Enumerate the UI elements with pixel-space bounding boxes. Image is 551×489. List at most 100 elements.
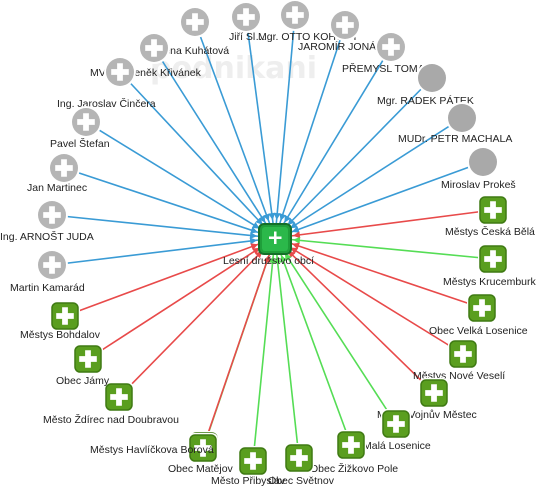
plus-icon <box>43 256 61 274</box>
plus-icon <box>484 250 502 268</box>
edges-layer <box>51 14 494 462</box>
edge-mgr-radek-patek <box>274 77 433 239</box>
person-node-miroslav-prokes[interactable]: Miroslav Prokeš <box>441 146 516 191</box>
edge-obec-jamy <box>87 237 276 360</box>
edge-mestys-ceska-bela <box>274 209 494 239</box>
company-node-mala-losenice[interactable]: Malá Losenice <box>363 409 431 452</box>
person-label: Alena Kuhátová <box>155 45 229 57</box>
person-node-mgr-radek-patek[interactable]: Mgr. RADEK PÁTEK <box>377 62 474 107</box>
edge-mestys-bohdalov <box>64 237 276 317</box>
person-node-mgr-otto-kohout[interactable]: Mgr. OTTO KOHOUT <box>258 0 359 43</box>
person-node-martin-kamarad[interactable]: Martin Kamarád <box>10 249 85 294</box>
person-label: Ing. Jaroslav Činčera <box>57 97 156 110</box>
plus-icon <box>237 8 255 26</box>
person-label: MUDr. PETR MACHALA <box>398 133 512 145</box>
edge-mesto-vojnuv-mestec <box>274 237 435 394</box>
plus-icon <box>382 38 400 56</box>
person-label: Martin Kamarád <box>10 282 85 294</box>
person-node-alena-kuhatova[interactable]: Alena Kuhátová <box>155 6 229 57</box>
plus-icon <box>43 206 61 224</box>
plus-icon <box>290 449 308 467</box>
company-label: Obec Světnov <box>268 475 335 487</box>
plus-icon <box>110 388 128 406</box>
edge-premysl-toman <box>274 46 392 239</box>
company-node-mesto-pribyslav[interactable]: Město Přibyslav <box>211 446 286 487</box>
edge-miroslav-prokes <box>274 161 484 239</box>
company-node-mestys-nove-veseli[interactable]: Městys Nové Veselí <box>413 339 505 382</box>
company-label: Město Ždírec nad Doubravou <box>43 413 179 426</box>
company-label: Obec Velká Losenice <box>429 325 528 337</box>
edge-mala-losenice <box>274 237 397 425</box>
plus-icon <box>387 415 405 433</box>
person-node-ing-arnost-juda[interactable]: Ing. ARNOŠT JUDA <box>0 199 94 243</box>
center-node[interactable]: Lesní družstvo obcí <box>223 223 314 267</box>
edge-alena-kuhatova <box>194 21 276 239</box>
edge-obec-velka-losenice <box>274 237 483 309</box>
edge-pavel-stefan <box>85 121 276 239</box>
company-node-mestys-krucemburk[interactable]: Městys Krucemburk <box>443 244 537 288</box>
person-label: Jiří Sl… <box>229 31 266 43</box>
company-node-obec-svetnov[interactable]: Obec Světnov <box>268 443 335 487</box>
plus-icon <box>77 113 95 131</box>
edge-mesto-pribyslav <box>252 237 276 462</box>
person-node-jaromir-jonas[interactable]: JAROMÍR JONÁŠ <box>298 9 383 53</box>
person-label: Ing. ARNOŠT JUDA <box>0 230 94 243</box>
person-node-premysl-toman[interactable]: PŘEMYSL TOMAN <box>342 31 432 75</box>
company-label: Malá Losenice <box>363 440 431 452</box>
plus-icon <box>484 201 502 219</box>
company-node-obec-velka-losenice[interactable]: Obec Velká Losenice <box>429 293 528 337</box>
edge-obec-zizkovo-pole <box>274 237 352 446</box>
plus-icon <box>473 299 491 317</box>
edge-mestys-krucemburk <box>274 237 494 260</box>
company-node-mestys-havlickova-borova[interactable]: Městys Havlíčkova Borová <box>90 433 218 463</box>
plus-icon <box>145 39 163 57</box>
person-label: PŘEMYSL TOMAN <box>342 62 432 75</box>
edge-jaromir-jonas <box>274 24 346 239</box>
edge-mgr-otto-kohout <box>274 14 296 239</box>
person-node-jan-martinec[interactable]: Jan Martinec <box>27 152 87 194</box>
company-node-obec-zizkovo-pole[interactable]: Obec Žižkovo Pole <box>310 430 398 475</box>
plus-icon <box>111 63 129 81</box>
company-label: Obec Jámy <box>56 375 110 387</box>
edge-mvdr-zdenek-krivanek <box>153 47 276 239</box>
edge-mestys-havlickova-borova <box>202 237 276 449</box>
plus-icon <box>244 452 262 470</box>
edge-ing-jaroslav-cincera <box>119 71 276 239</box>
edge-mestys-nove-veseli <box>274 237 464 355</box>
person-node-pavel-stefan[interactable]: Pavel Štefan <box>50 106 110 150</box>
company-node-mestys-ceska-bela[interactable]: Městys Česká Bělá <box>445 195 535 238</box>
person-label: Mgr. RADEK PÁTEK <box>377 94 474 107</box>
center-label: Lesní družstvo obcí <box>223 255 314 267</box>
edge-jan-martinec <box>63 167 276 239</box>
person-node-ing-jaroslav-cincera[interactable]: Ing. Jaroslav Činčera <box>57 56 156 110</box>
person-node-jiri-sl[interactable]: Jiří Sl… <box>229 1 266 43</box>
plus-icon <box>186 13 204 31</box>
plus-icon <box>454 345 472 363</box>
plus-icon <box>342 436 360 454</box>
plus-icon <box>286 6 304 24</box>
company-label: Město Přibyslav <box>211 475 286 487</box>
person-label: JAROMÍR JONÁŠ <box>298 40 383 53</box>
plus-icon <box>425 384 443 402</box>
company-node-mesto-zdirec-nad-doubravou[interactable]: Město Ždírec nad Doubravou <box>43 382 179 426</box>
edge-obec-svetnov <box>274 237 300 459</box>
company-label: Obec Matějov <box>168 463 234 475</box>
company-node-obec-jamy[interactable]: Obec Jámy <box>56 344 110 387</box>
plus-icon <box>56 307 74 325</box>
edge-mudr-petr-machala <box>274 117 463 239</box>
plus-icon <box>194 439 212 457</box>
company-node-mestys-bohdalov[interactable]: Městys Bohdalov <box>20 301 101 341</box>
edge-ing-arnost-juda <box>51 214 276 239</box>
person-label: Pavel Štefan <box>50 137 110 150</box>
person-node-mudr-petr-machala[interactable]: MUDr. PETR MACHALA <box>398 102 512 145</box>
company-label: Obec Žižkovo Pole <box>310 462 398 475</box>
company-label: Městys Bohdalov <box>20 329 101 341</box>
edge-mesto-zdirec-nad-doubravou <box>118 237 276 398</box>
company-label: Městys Havlíčkova Borová <box>90 444 214 456</box>
edge-jiri-sl <box>245 16 276 239</box>
plus-icon <box>79 350 97 368</box>
person-label: Miroslav Prokeš <box>441 179 516 191</box>
person-label: Jan Martinec <box>27 182 87 194</box>
